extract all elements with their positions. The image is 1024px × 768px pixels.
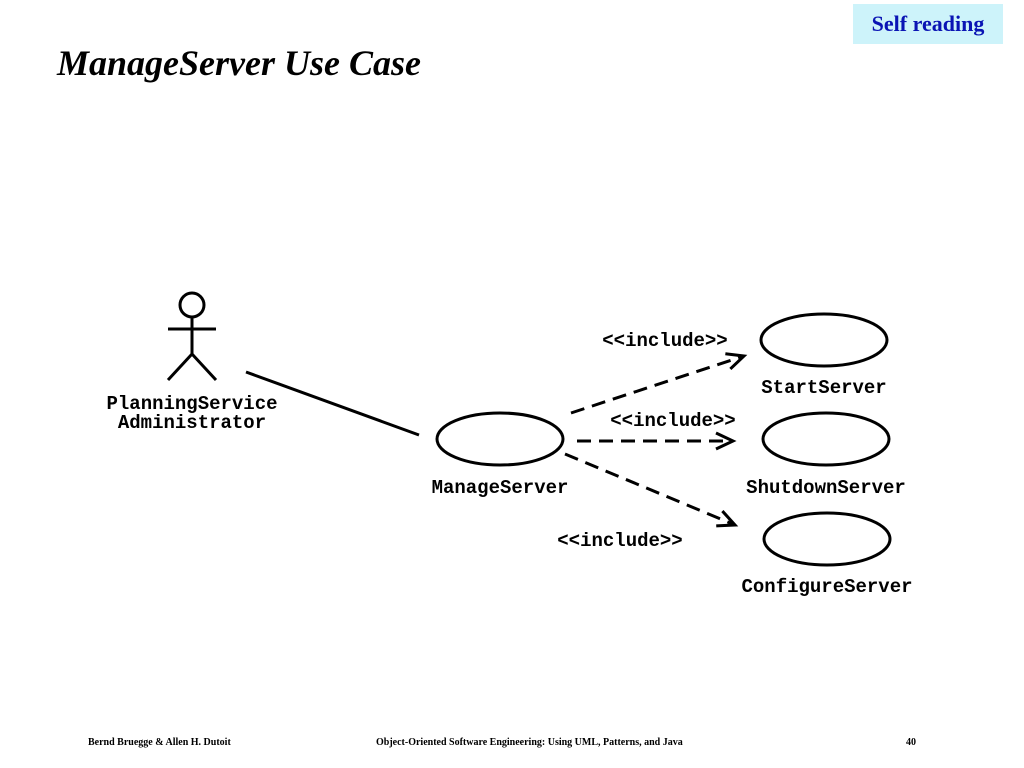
start-server-usecase: [759, 312, 889, 368]
actor-icon: [166, 291, 218, 382]
include-label-shutdown: <<include>>: [610, 410, 735, 432]
self-reading-badge: Self reading: [853, 4, 1003, 44]
association-line: [245, 370, 420, 437]
configure-server-usecase: [762, 511, 892, 567]
footer-authors: Bernd Bruegge & Allen H. Dutoit: [88, 737, 231, 748]
actor-label-line2: Administrator: [118, 412, 266, 434]
slide-title: ManageServer Use Case: [57, 43, 421, 83]
shutdown-server-label: ShutdownServer: [746, 477, 906, 499]
include-arrow-start: [570, 352, 748, 415]
start-server-label: StartServer: [761, 377, 886, 399]
include-label-configure: <<include>>: [557, 530, 682, 552]
footer-page-number: 40: [906, 737, 916, 748]
configure-server-label: ConfigureServer: [741, 576, 912, 598]
manage-server-label: ManageServer: [432, 477, 569, 499]
actor-label-line1: PlanningService: [106, 393, 277, 415]
include-arrow-configure: [564, 452, 739, 528]
manage-server-usecase: [435, 411, 565, 467]
footer-book-title: Object-Oriented Software Engineering: Us…: [376, 737, 683, 748]
shutdown-server-usecase: [761, 411, 891, 467]
include-label-start: <<include>>: [602, 330, 727, 352]
